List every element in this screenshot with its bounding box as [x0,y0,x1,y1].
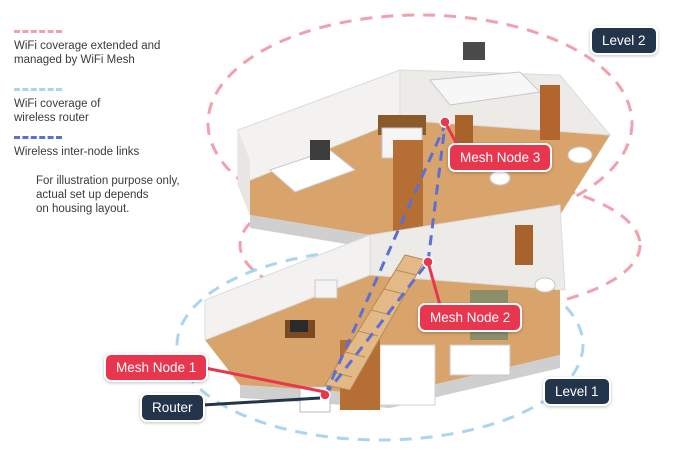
legend-text-line2: wireless router [14,112,89,124]
legend-text-line1: WiFi coverage extended and [14,40,161,52]
legend-item-mesh-coverage: WiFi coverage extended and managed by Wi… [14,30,214,67]
mesh-node-3-label: Mesh Node 3 [448,143,553,172]
mesh-node-2-label: Mesh Node 2 [418,303,523,332]
illustration-note: For illustration purpose only, actual se… [36,174,206,216]
callout-node2-line [426,261,442,306]
callout-node1-line [194,364,326,394]
legend-item-router-coverage: WiFi coverage of wireless router [14,88,214,125]
legend-text-line1: WiFi coverage of [14,98,101,110]
note-line1: For illustration purpose only, [36,175,180,187]
router-label: Router [140,393,205,422]
legend-text-line2: managed by WiFi Mesh [14,54,135,66]
note-line3: on housing layout. [36,203,130,215]
legend-text-line1: Wireless inter-node links [14,146,140,158]
level-2-badge: Level 2 [590,26,658,55]
pink-dash-swatch [14,30,62,33]
link-router-node3 [323,124,447,396]
link-node2-node3 [426,124,447,263]
link-router-node2 [323,261,430,396]
legend-item-inter-node-links: Wireless inter-node links [14,136,214,159]
level-1-badge: Level 1 [543,377,611,406]
indigo-dash-swatch [14,136,62,139]
callout-router-line [202,396,321,407]
mesh-node-1-label: Mesh Node 1 [104,353,209,382]
note-line2: actual set up depends [36,189,149,201]
blue-dash-swatch [14,88,62,91]
